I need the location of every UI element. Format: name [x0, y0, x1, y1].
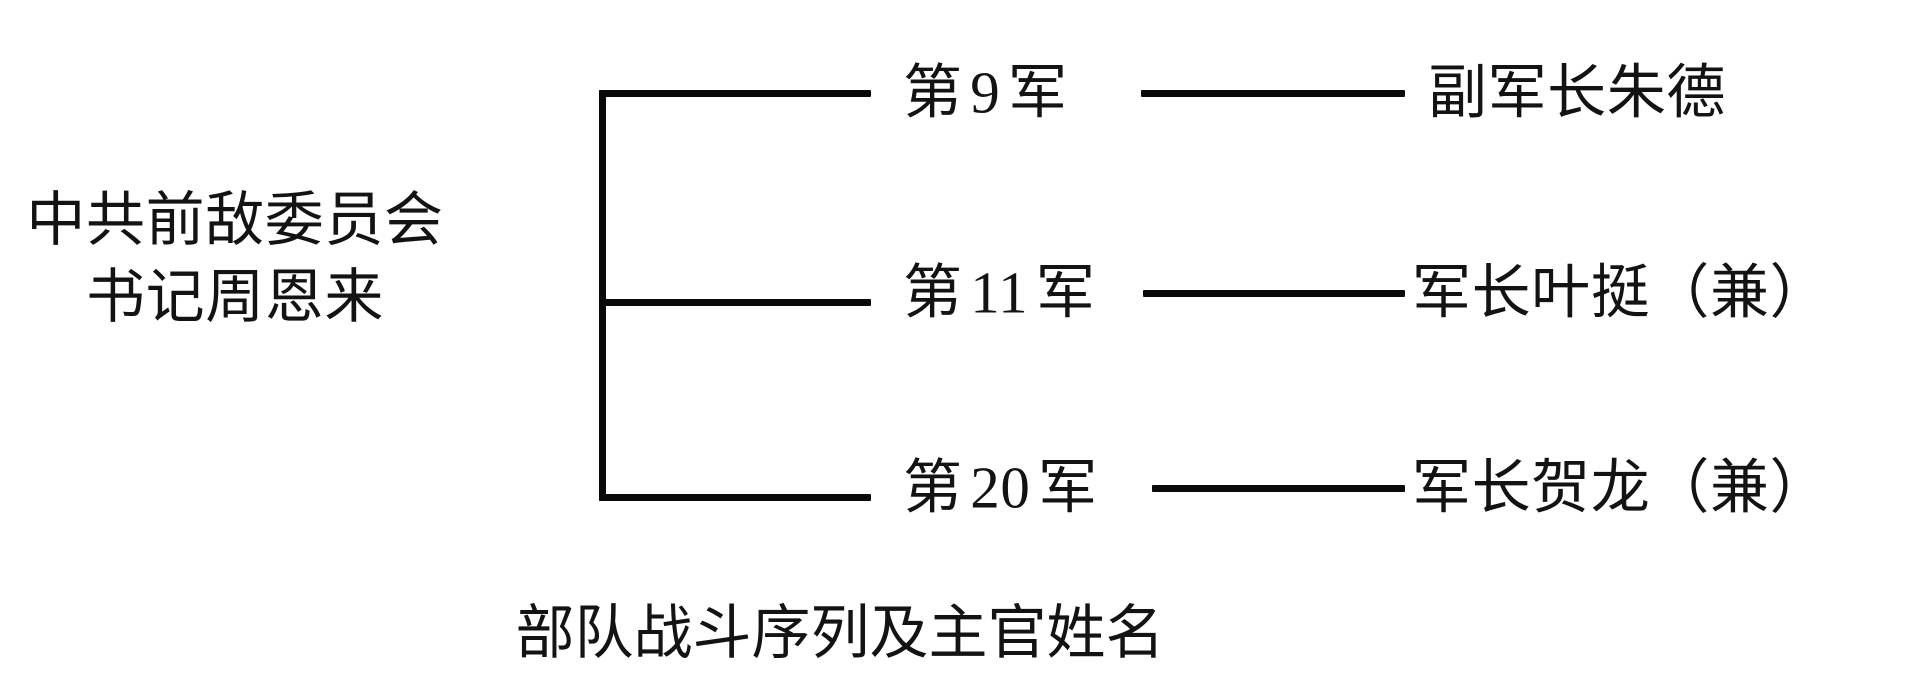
root-node-line-2: 书记周恩来 — [86, 263, 384, 330]
root-node-line-1: 中共前敌委员会 — [26, 187, 444, 253]
officer-label-branch-3: 军长贺龙（兼） — [1412, 454, 1830, 521]
unit-suffix-branch-1: 军 — [1008, 59, 1068, 126]
officer-label-branch-2: 军长叶挺（兼） — [1412, 259, 1830, 326]
bracket-stub-branch-2 — [599, 299, 871, 306]
unit-suffix-branch-3: 军 — [1038, 454, 1098, 521]
unit-number-branch-1: 9 — [970, 59, 1001, 126]
bracket-vertical-spine — [599, 90, 606, 501]
connector-line-branch-1 — [1141, 90, 1405, 97]
bracket-stub-branch-1 — [599, 90, 871, 97]
unit-number-branch-2: 11 — [970, 259, 1029, 326]
unit-prefix-branch-2: 第 — [903, 259, 963, 326]
connector-line-branch-2 — [1143, 290, 1405, 297]
unit-prefix-branch-3: 第 — [903, 454, 963, 521]
unit-suffix-branch-2: 军 — [1035, 259, 1096, 326]
root-node-label: 中共前敌委员会 书记周恩来 — [0, 182, 470, 335]
connector-line-branch-3 — [1152, 485, 1405, 492]
unit-prefix-branch-1: 第 — [903, 59, 963, 126]
unit-number-branch-3: 20 — [970, 454, 1031, 521]
bracket-stub-branch-3 — [599, 494, 871, 501]
officer-label-branch-1: 副军长朱德 — [1428, 59, 1726, 126]
figure-caption: 部队战斗序列及主官姓名 — [515, 600, 1165, 666]
